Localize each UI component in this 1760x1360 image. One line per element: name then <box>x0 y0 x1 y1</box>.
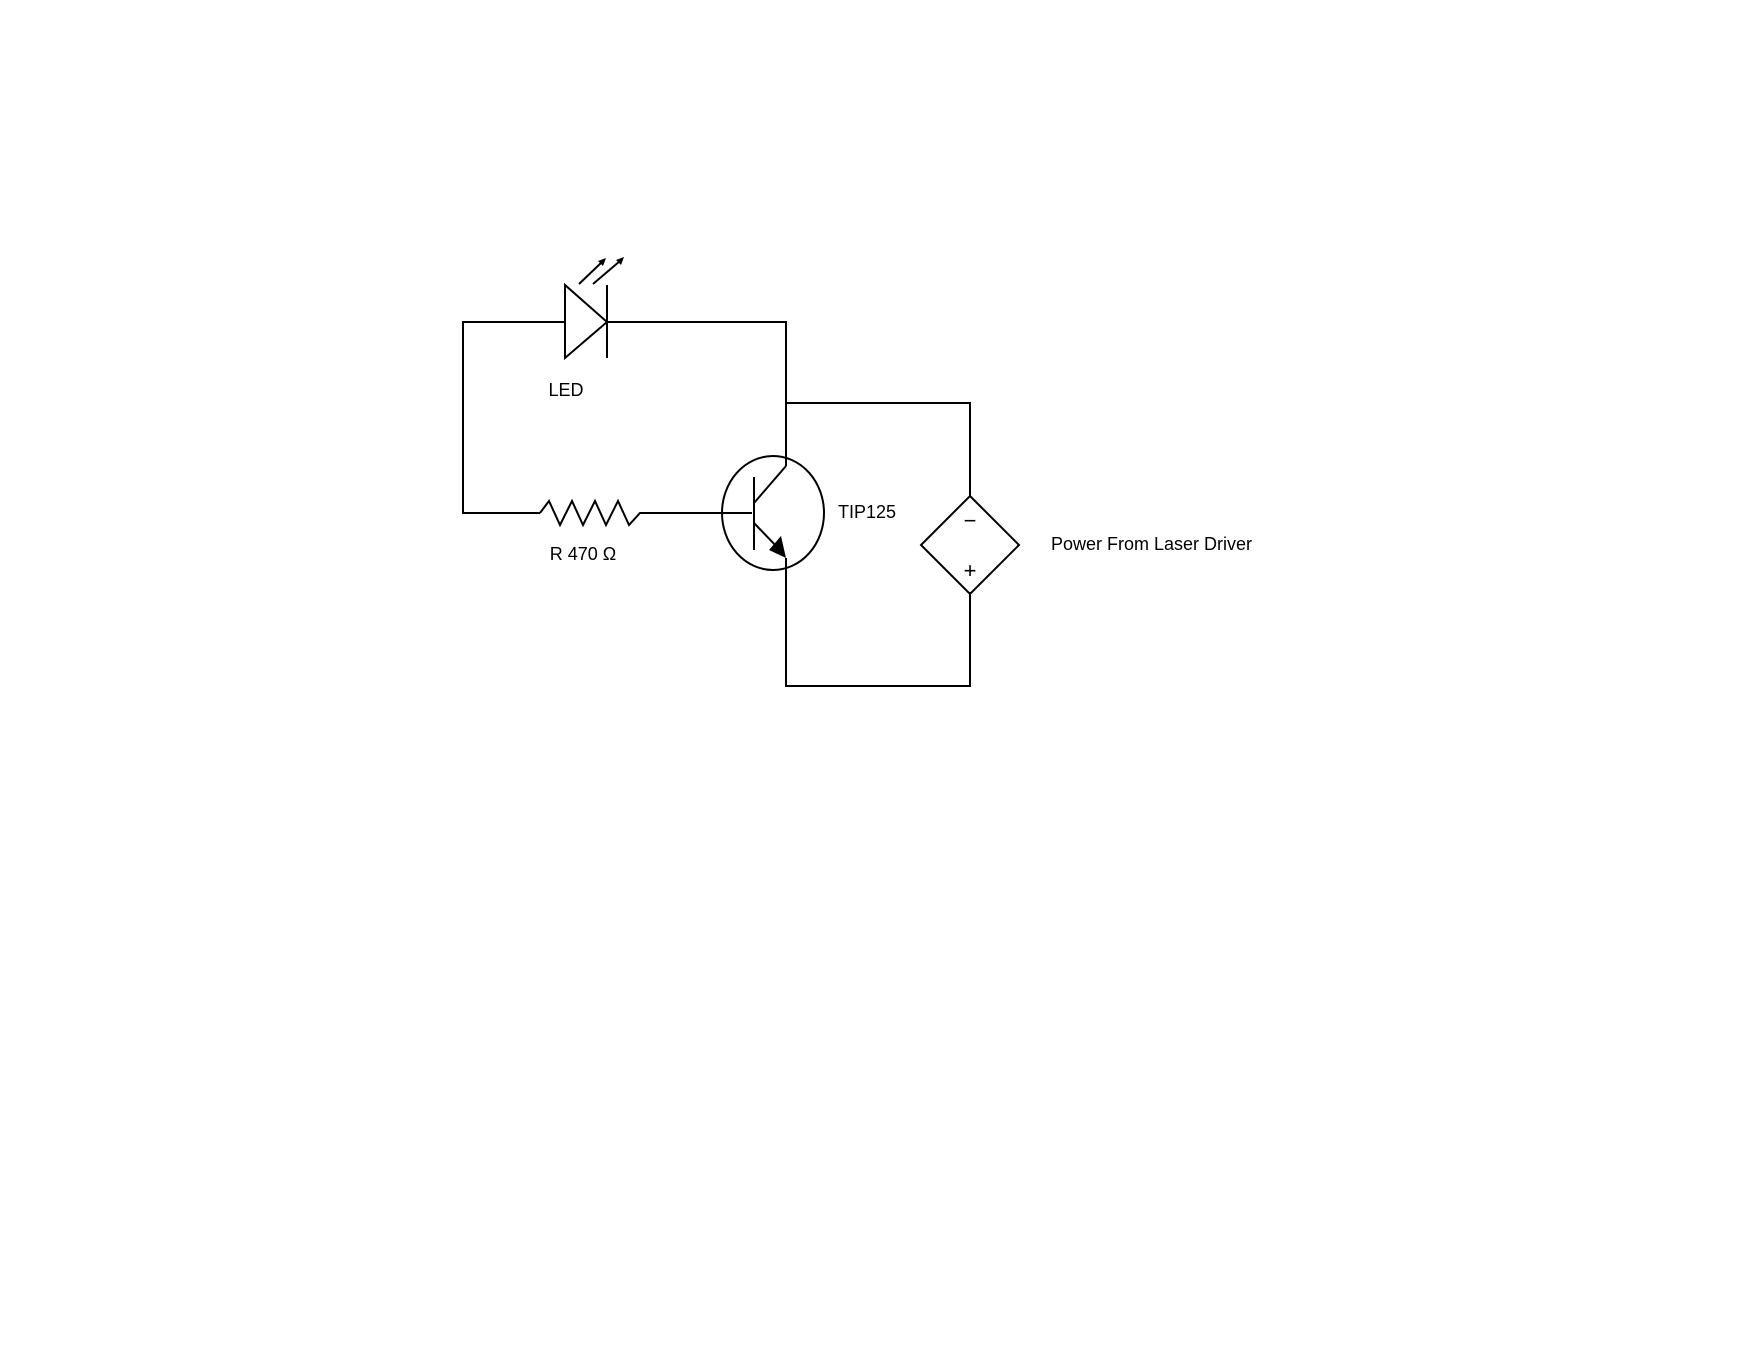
led-emission-arrowhead-1 <box>598 258 606 266</box>
transistor-emitter-arrowhead <box>769 536 786 558</box>
transistor-label: TIP125 <box>838 502 896 522</box>
led-emission-arrow-2 <box>592 260 621 285</box>
transistor-collector-leg <box>753 465 787 504</box>
wire-led-to-collector <box>607 321 787 466</box>
resistor-zigzag <box>539 498 752 528</box>
resistor-label: R 470 Ω <box>550 544 617 564</box>
power-source-label: Power From Laser Driver <box>1051 534 1252 554</box>
wire-collector-to-source <box>786 402 971 496</box>
power-source-symbol: − + <box>919 494 1021 596</box>
wire-left-loop <box>462 321 565 514</box>
wire-emitter-to-source <box>785 558 971 687</box>
power-source-diamond <box>919 494 1021 596</box>
led-label: LED <box>548 380 583 400</box>
led-emission-arrow-1 <box>578 261 603 285</box>
led-triangle <box>564 282 609 361</box>
source-negative-sign: − <box>964 508 977 533</box>
transistor-body <box>721 455 825 571</box>
source-positive-sign: + <box>964 558 977 583</box>
led-emission-arrowhead-2 <box>616 257 624 265</box>
transistor-symbol <box>721 455 825 571</box>
